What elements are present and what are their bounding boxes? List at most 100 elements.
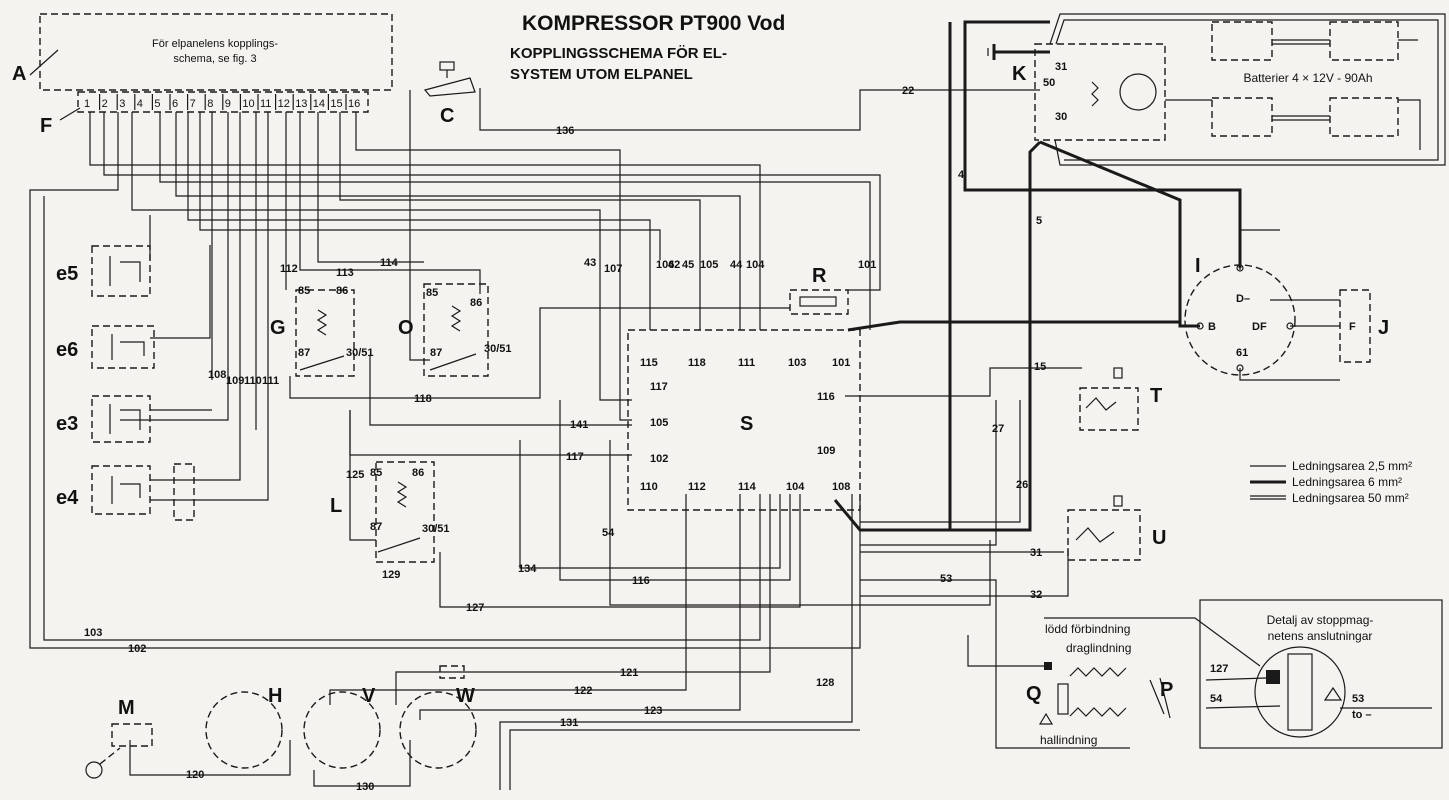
G-term-86: 86 bbox=[336, 285, 348, 297]
wire-27: 27 bbox=[992, 423, 1004, 435]
component-C: C bbox=[423, 61, 476, 127]
wire-114: 114 bbox=[380, 257, 399, 269]
wire-118: 118 bbox=[414, 393, 432, 405]
wire-130: 130 bbox=[356, 781, 374, 793]
L-term-129: 129 bbox=[382, 569, 400, 581]
detail-title-2: netens anslutningar bbox=[1268, 629, 1373, 643]
wire-112: 112 bbox=[280, 263, 298, 275]
O-term-3051: 30/51 bbox=[484, 343, 512, 355]
detail-term-127: 127 bbox=[1210, 663, 1228, 675]
s-term-109: 109 bbox=[817, 445, 835, 457]
panel-terminal-8: 8 bbox=[207, 98, 213, 110]
s-term-104: 104 bbox=[786, 481, 805, 493]
drag-label: draglindning bbox=[1066, 641, 1131, 655]
gen-term-B: B bbox=[1208, 321, 1216, 333]
batteries: Batterier 4 × 12V - 90Ah bbox=[1049, 13, 1446, 166]
wire-4: 4 bbox=[958, 169, 965, 181]
label-I: I bbox=[1195, 255, 1201, 277]
panel-terminal-16: 16 bbox=[348, 98, 360, 110]
s-term-110: 110 bbox=[640, 481, 658, 493]
s-term-112: 112 bbox=[688, 481, 706, 493]
panel-note-line-2: schema, se fig. 3 bbox=[173, 53, 256, 65]
wire-123: 123 bbox=[644, 705, 662, 717]
wiring bbox=[29, 88, 1340, 790]
L-term-87: 87 bbox=[370, 521, 382, 533]
wire-105: 105 bbox=[700, 259, 718, 271]
wire-120: 120 bbox=[186, 769, 204, 781]
G-term-85: 85 bbox=[298, 285, 310, 297]
s-term-116: 116 bbox=[817, 391, 835, 403]
s-term-118-top: 118 bbox=[688, 357, 706, 369]
L-term-86: 86 bbox=[412, 467, 424, 479]
label-K: K bbox=[1012, 63, 1027, 85]
wire-54: 54 bbox=[602, 527, 615, 539]
panel-terminal-15: 15 bbox=[330, 98, 342, 110]
label-M: M bbox=[118, 697, 135, 719]
wire-121: 121 bbox=[620, 667, 638, 679]
O-term-86: 86 bbox=[470, 297, 482, 309]
hall-label: hallindning bbox=[1040, 733, 1097, 747]
legend-item-50: Ledningsarea 50 mm² bbox=[1292, 491, 1409, 505]
wire-legend: Ledningsarea 2,5 mm² Ledningsarea 6 mm² … bbox=[1250, 459, 1412, 505]
gauge-W: W bbox=[399, 665, 477, 769]
O-term-85: 85 bbox=[426, 287, 438, 299]
regulator-J: J F bbox=[1339, 289, 1389, 363]
wire-108: 108 bbox=[208, 369, 226, 381]
wire-22: 22 bbox=[902, 85, 914, 97]
panel-terminal-1: 1 bbox=[84, 98, 90, 110]
panel-terminal-13: 13 bbox=[295, 98, 307, 110]
panel-terminal-12: 12 bbox=[278, 98, 290, 110]
gen-term-DF: DF bbox=[1252, 321, 1267, 333]
wire-134: 134 bbox=[518, 563, 537, 575]
detail-term-53: 53 bbox=[1352, 693, 1364, 705]
s-term-105: 105 bbox=[650, 417, 668, 429]
control-unit-S: S 115 118 111 103 101 117 105 102 116 10… bbox=[627, 329, 861, 511]
label-S: S bbox=[740, 413, 753, 435]
panel-terminal-7: 7 bbox=[190, 98, 196, 110]
sensor-U: U bbox=[1067, 495, 1166, 561]
wire-111: 111 bbox=[262, 375, 279, 387]
panel-terminal-10: 10 bbox=[242, 98, 254, 110]
label-W: W bbox=[456, 685, 475, 707]
wire-128: 128 bbox=[816, 677, 834, 689]
label-L: L bbox=[330, 495, 342, 517]
G-term-87: 87 bbox=[298, 347, 310, 359]
label-F: F bbox=[40, 115, 52, 137]
gen-term-61: 61 bbox=[1236, 347, 1248, 359]
wire-131: 131 bbox=[560, 717, 578, 729]
detail-term-to: to – bbox=[1352, 709, 1372, 721]
panel-terminal-6: 6 bbox=[172, 98, 178, 110]
G-term-3051: 30/51 bbox=[346, 347, 374, 359]
s-term-117: 117 bbox=[650, 381, 668, 393]
reg-term-F: F bbox=[1349, 321, 1356, 333]
wire-109: 109 bbox=[226, 375, 244, 387]
wire-5: 5 bbox=[1036, 215, 1042, 227]
wire-101: 101 bbox=[858, 259, 876, 271]
relay-L: L 85 86 87 30/51 129 bbox=[330, 461, 450, 581]
legend-item-25: Ledningsarea 2,5 mm² bbox=[1292, 459, 1412, 473]
heavy-wiring bbox=[833, 20, 1242, 532]
wire-32: 32 bbox=[1030, 589, 1042, 601]
wire-110: 110 bbox=[244, 375, 262, 387]
wire-125: 125 bbox=[346, 469, 364, 481]
label-G: G bbox=[270, 317, 286, 339]
generator-I: I B DF D– 61 bbox=[1184, 255, 1296, 376]
switch-e6: e6 bbox=[56, 325, 155, 369]
panel-terminal-9: 9 bbox=[225, 98, 231, 110]
wire-104: 104 bbox=[746, 259, 765, 271]
starter-motor-K: K 31 50 30 bbox=[1012, 43, 1166, 141]
label-e4: e4 bbox=[56, 487, 79, 509]
switch-M: M bbox=[85, 697, 153, 779]
s-term-103: 103 bbox=[788, 357, 806, 369]
ground-symbol bbox=[987, 44, 1050, 60]
diagram-subtitle-2: SYSTEM UTOM ELPANEL bbox=[510, 66, 693, 83]
label-J: J bbox=[1378, 317, 1389, 339]
panel-terminal-5: 5 bbox=[154, 98, 160, 110]
L-term-85: 85 bbox=[370, 467, 382, 479]
wire-31: 31 bbox=[1030, 547, 1042, 559]
panel-terminal-2: 2 bbox=[102, 98, 108, 110]
label-C: C bbox=[440, 105, 454, 127]
